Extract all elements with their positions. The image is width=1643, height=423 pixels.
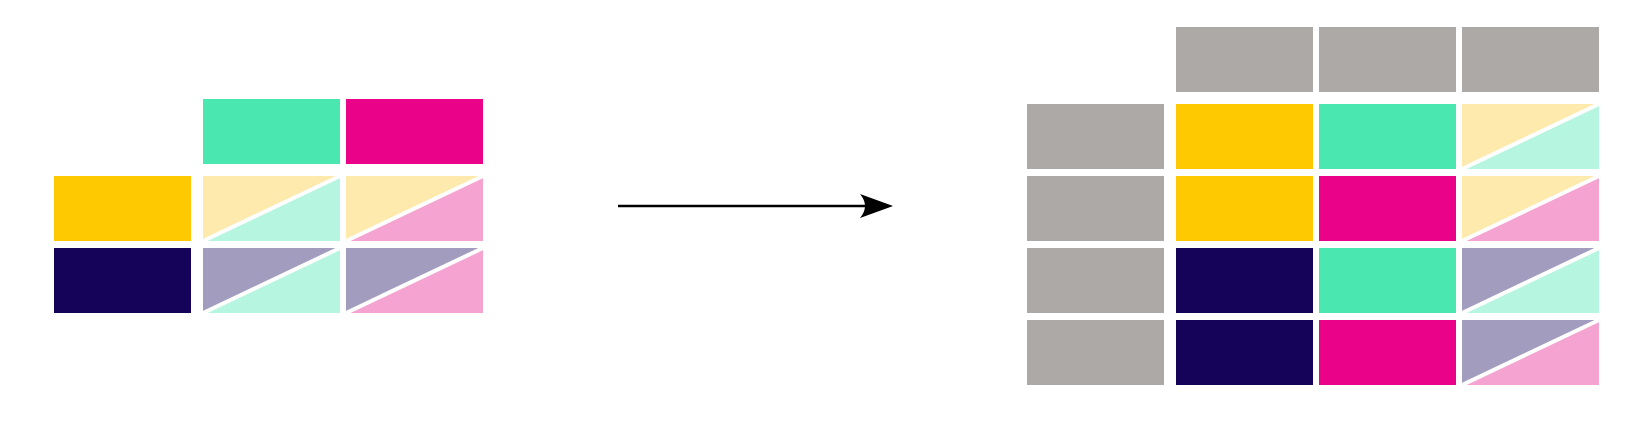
arrow-right-icon <box>618 194 893 218</box>
right-cell-r1-c3 <box>1461 102 1600 171</box>
left-grid <box>54 99 484 315</box>
right-row-label-1 <box>1027 104 1164 169</box>
right-cell-r4-c3 <box>1461 318 1600 387</box>
left-column-header-magenta <box>346 99 483 164</box>
left-cell-navy-green-divider <box>202 246 341 315</box>
right-column-header-2 <box>1319 27 1456 92</box>
left-cell-yellow-magenta <box>345 174 484 243</box>
right-column-header-3 <box>1462 27 1599 92</box>
right-cell-r2-c3-divider <box>1461 174 1600 243</box>
right-cell-r4-c3-divider <box>1461 318 1600 387</box>
right-row-label-3 <box>1027 248 1164 313</box>
left-row-header-yellow <box>54 176 191 241</box>
right-cell-r2-c1 <box>1176 176 1313 241</box>
right-row-label-4 <box>1027 320 1164 385</box>
left-cell-yellow-green <box>202 174 341 243</box>
right-cell-r3-c3-divider <box>1461 246 1600 315</box>
right-cell-r3-c2 <box>1319 248 1456 313</box>
right-cell-r2-c3 <box>1461 174 1600 243</box>
right-cell-r1-c1 <box>1176 104 1313 169</box>
right-column-header-1 <box>1176 27 1313 92</box>
left-cell-navy-magenta <box>345 246 484 315</box>
right-table <box>1027 27 1600 387</box>
left-row-header-navy <box>54 248 191 313</box>
left-cell-yellow-magenta-divider <box>345 174 484 243</box>
left-column-header-green <box>203 99 340 164</box>
right-cell-r4-c2 <box>1319 320 1456 385</box>
right-row-label-2 <box>1027 176 1164 241</box>
arrow-head <box>860 194 893 218</box>
right-cell-r2-c2 <box>1319 176 1456 241</box>
right-cell-r3-c1 <box>1176 248 1313 313</box>
right-cell-r4-c1 <box>1176 320 1313 385</box>
right-cell-r1-c3-divider <box>1461 102 1600 171</box>
right-cell-r1-c2 <box>1319 104 1456 169</box>
left-cell-navy-green <box>202 246 341 315</box>
left-cell-navy-magenta-divider <box>345 246 484 315</box>
left-cell-yellow-green-divider <box>202 174 341 243</box>
right-cell-r3-c3 <box>1461 246 1600 315</box>
